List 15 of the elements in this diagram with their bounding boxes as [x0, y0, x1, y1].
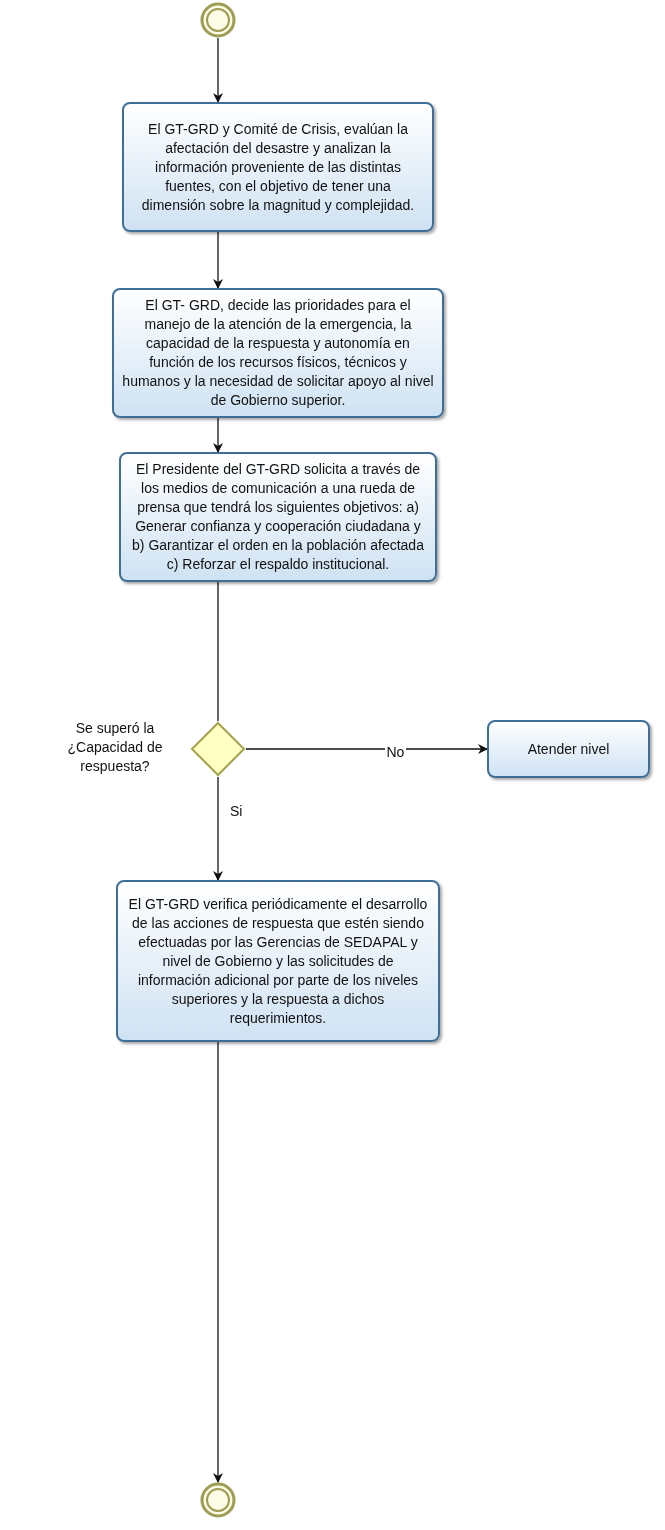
arrow [213, 776, 223, 881]
event-circle [200, 1482, 236, 1518]
process-box: El GT- GRD, decide las prioridades para el manejo de la atención de la emergencia, la capacidad de la respuesta y autonomía en función de los recursos físicos, técnicos y humanos y la necesidad de solicitar apoyo al nivel de Gobierno superior. [112, 288, 444, 418]
arrow [213, 1041, 223, 1483]
process-box: El GT-GRD verifica periódicamente el desarrollo de las acciones de respuesta que estén siendo efectuadas por las Gerencias de SEDAPAL y nivel de Gobierno y las solicitudes de información adicional por parte de los niveles superiores y la respuesta a dichos requerimientos. [116, 880, 440, 1042]
arrow [213, 37, 223, 103]
decision-diamond [190, 721, 246, 777]
arrow [245, 744, 488, 754]
process-box: El GT-GRD y Comité de Crisis, evalúan la afectación del desastre y analizan la información proveniente de las distintas fuentes, con el objetivo de tener una dimensión sobre la magnitud y complejidad. [122, 102, 434, 232]
process-box: El Presidente del GT-GRD solicita a través de los medios de comunicación a una rueda de prensa que tendrá los siguientes objetivos: a) Generar confianza y cooperación ciudadana y b) Garantizar el orden en la población afectada c) Reforzar el respaldo institucional. [119, 452, 437, 582]
decision-label: Se superó la ¿Capacidad de respuesta? [66, 719, 164, 776]
arrow [213, 417, 223, 453]
process-box: Atender nivel [487, 720, 650, 778]
arrow [213, 231, 223, 289]
event-circle [200, 2, 236, 38]
